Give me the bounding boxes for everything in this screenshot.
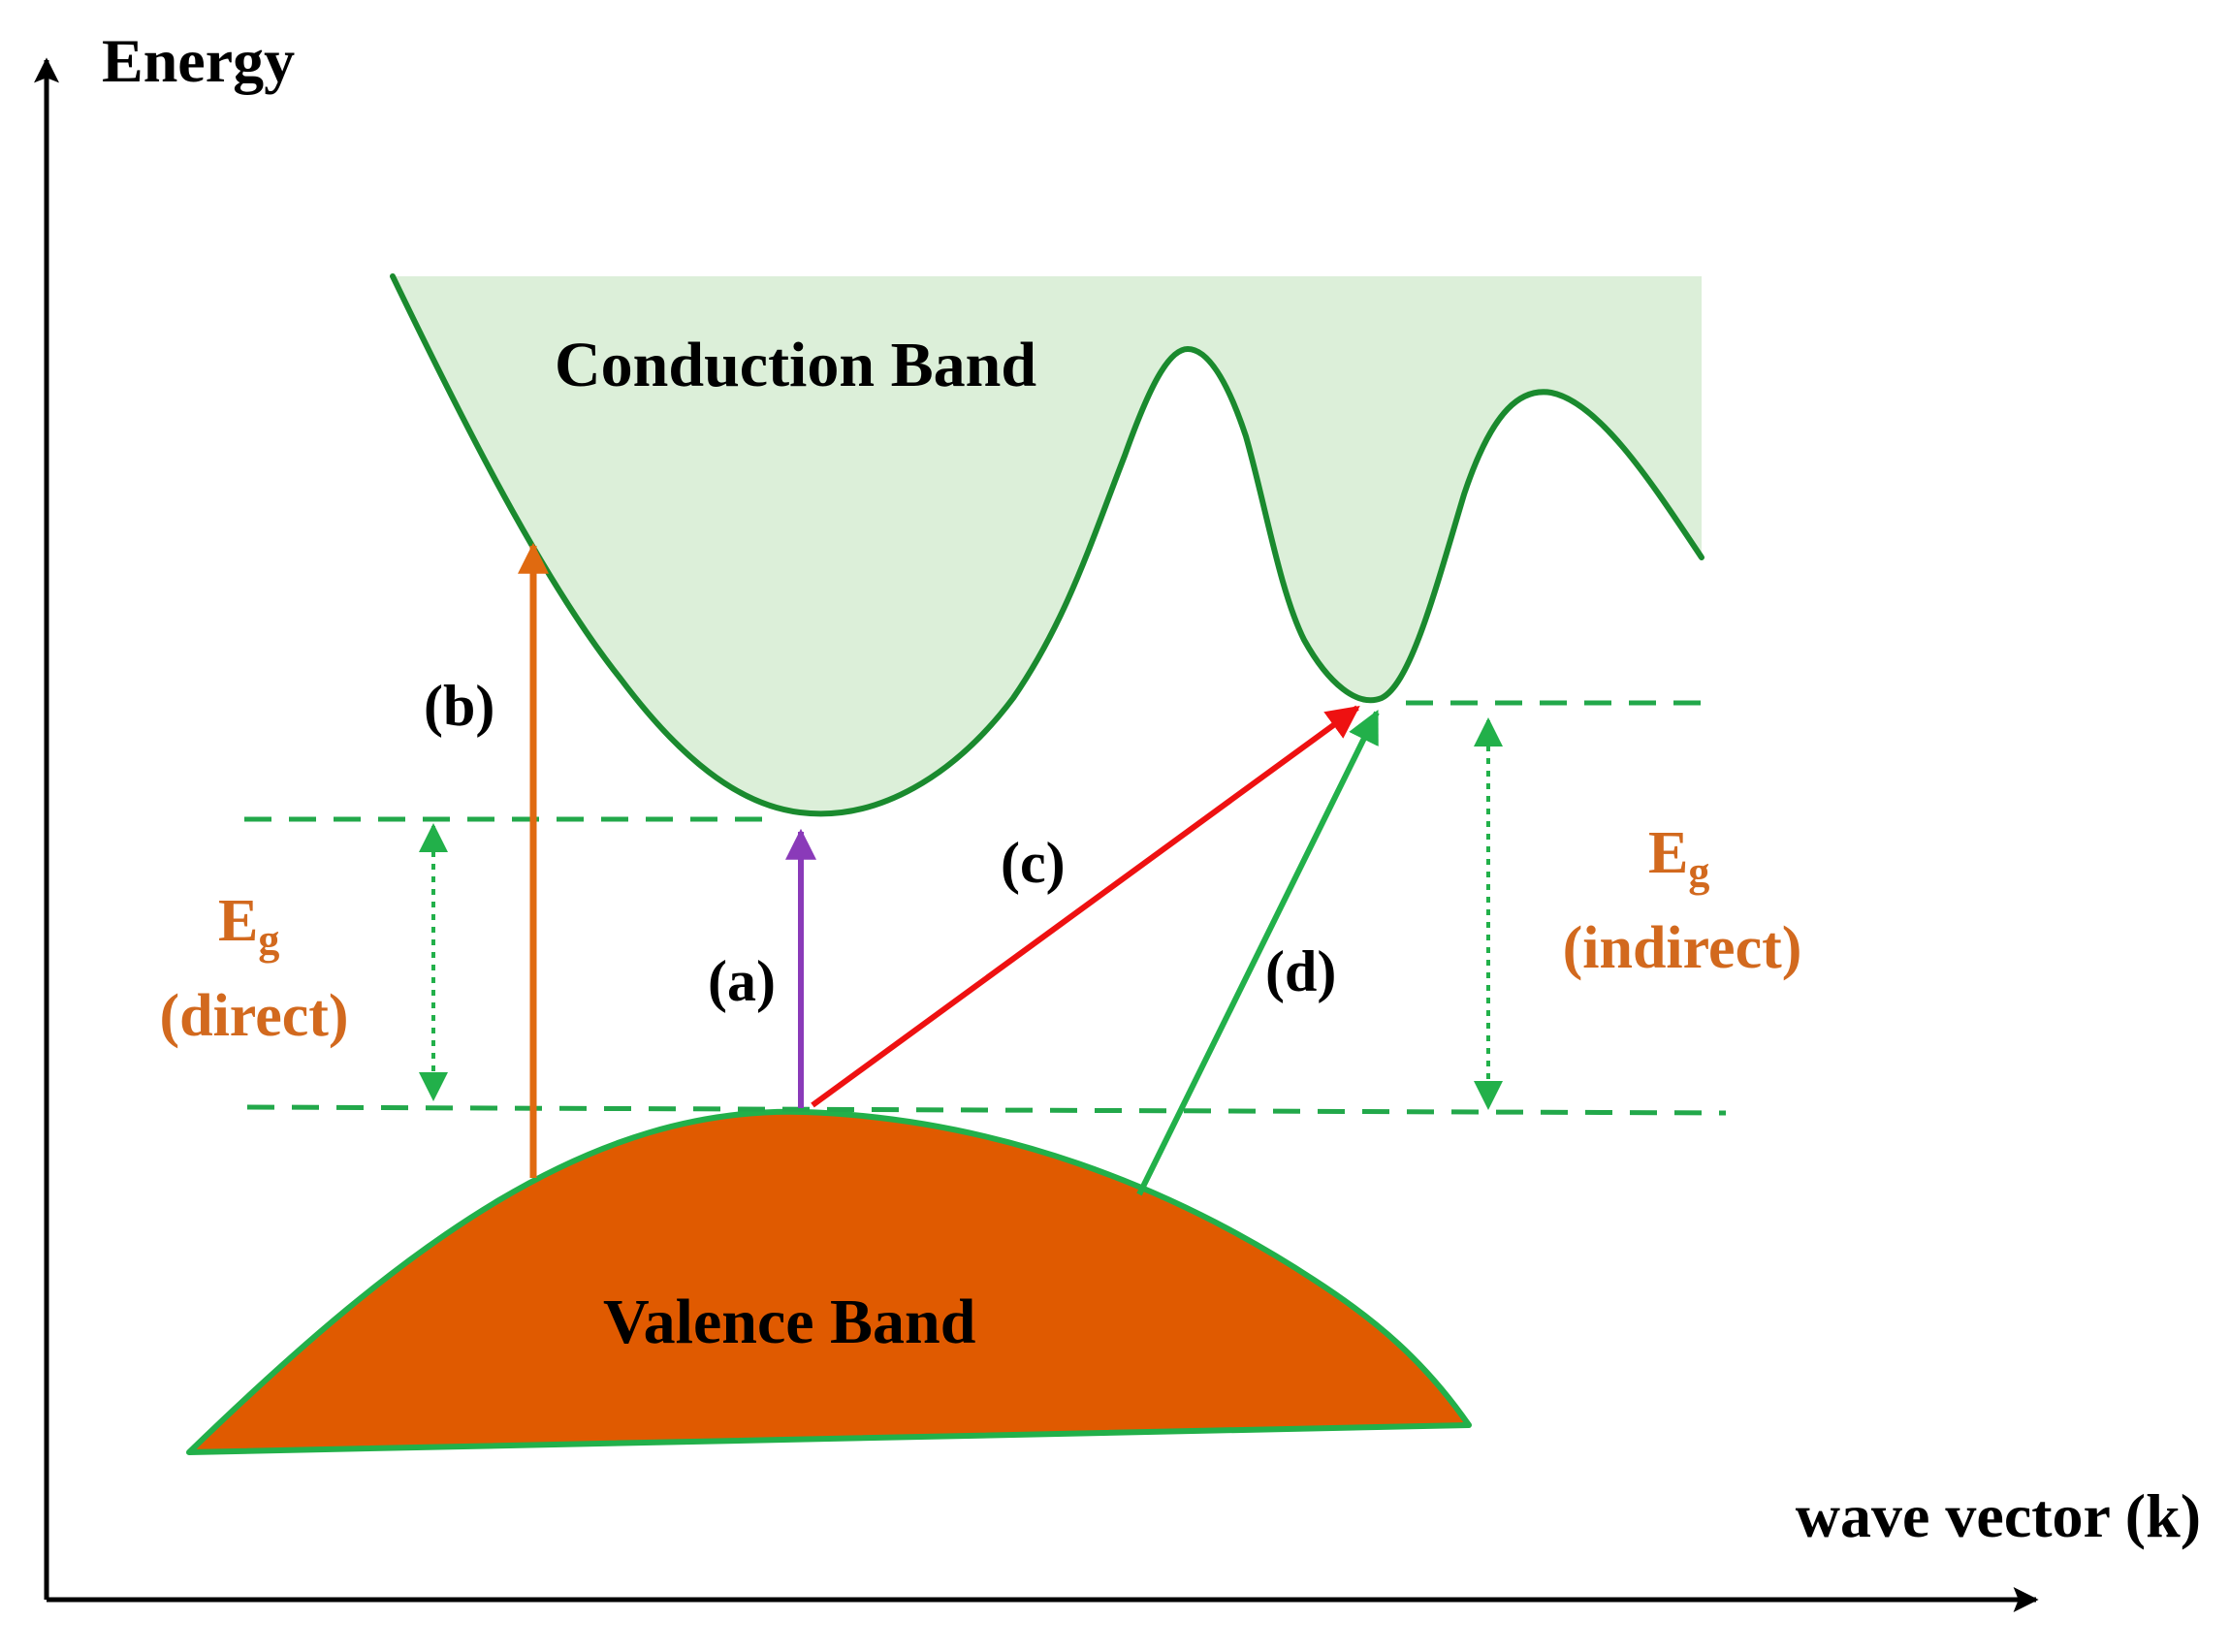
conduction-band-label: Conduction Band: [555, 330, 1036, 400]
label-d: (d): [1265, 939, 1336, 1003]
indirect-gap-label: (indirect): [1563, 915, 1802, 981]
label-a: (a): [708, 949, 776, 1013]
valence-band: [186, 1108, 1472, 1455]
vbm-level: [246, 1104, 1727, 1116]
valence-band-label: Valence Band: [603, 1287, 975, 1357]
direct-gap-label: (direct): [159, 983, 348, 1049]
y-axis-label: Energy: [102, 26, 295, 95]
conduction-band-fill: [393, 276, 1702, 814]
transition-arrow-d: [1136, 709, 1380, 1196]
indirect-gap-symbol: Eg: [1648, 820, 1709, 896]
x-axis-label: wave vector (k): [1796, 1481, 2201, 1550]
label-b: (b): [424, 674, 494, 738]
conduction-band-edge: [390, 273, 1704, 817]
label-c: (c): [1001, 831, 1066, 895]
transition-arrow-c: [811, 705, 1360, 1108]
direct-gap-symbol: Eg: [218, 888, 279, 964]
